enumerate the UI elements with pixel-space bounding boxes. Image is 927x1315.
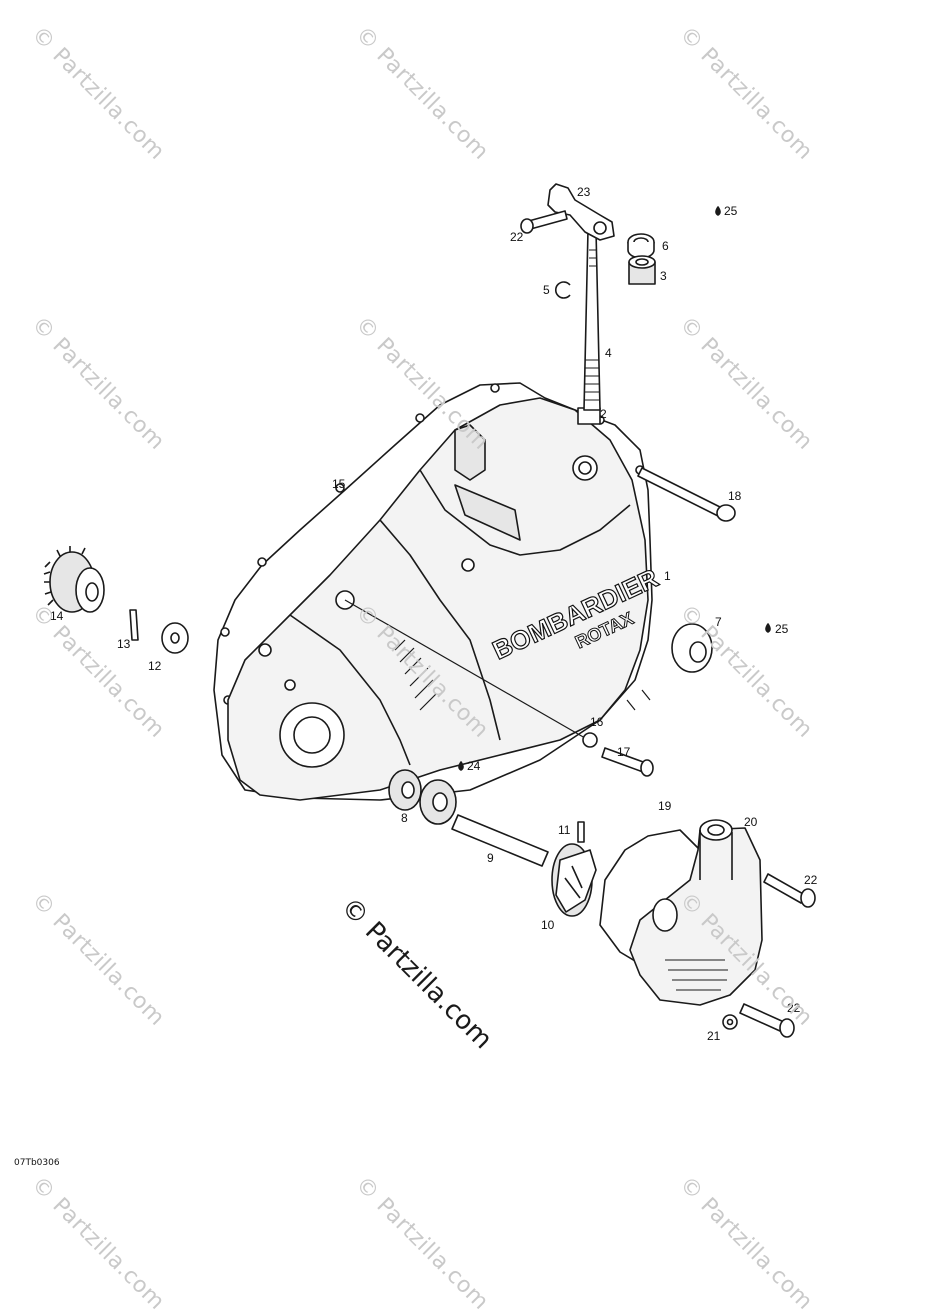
callout-label: 9 — [487, 851, 494, 865]
callout-label: 3 — [660, 269, 667, 283]
callout-label: 23 — [577, 185, 591, 199]
diagram-svg: BOMBARDIER ROTAX 1 2 3 4 5 6 7 8 9 10 11… — [43, 183, 818, 1043]
callout-label: 16 — [590, 715, 604, 729]
callout-label: 25 — [724, 204, 738, 218]
callout-label: 14 — [50, 609, 64, 623]
pump-cover — [629, 827, 763, 1006]
callout-label: 19 — [658, 799, 672, 813]
callout-label: 4 — [605, 346, 612, 360]
callout-label: 22 — [787, 1001, 801, 1015]
callout-label: 24 — [467, 759, 481, 773]
callout-label: 11 — [558, 823, 571, 837]
callout-label: 10 — [541, 918, 555, 932]
parts-diagram: BOMBARDIER ROTAX 1 2 3 4 5 6 7 8 9 10 11… — [14, 22, 818, 1315]
circlip — [555, 281, 571, 299]
callout-label: 20 — [744, 815, 758, 829]
gear-14 — [43, 546, 105, 613]
callout-label: 5 — [543, 283, 550, 297]
callout-label: 13 — [117, 637, 131, 651]
callout-label: 18 — [728, 489, 742, 503]
callout-label: 21 — [707, 1029, 721, 1043]
callout-label: 22 — [510, 230, 524, 244]
callout-label: 15 — [332, 477, 346, 491]
shift-lever — [547, 183, 615, 241]
callout-label: 12 — [148, 659, 162, 673]
impeller — [551, 843, 597, 917]
cover-body — [227, 397, 649, 801]
callout-label: 17 — [617, 745, 631, 759]
shift-shaft — [583, 229, 601, 411]
callout-label: 8 — [401, 811, 408, 825]
bolt-18 — [637, 467, 723, 517]
callout-label: 2 — [600, 407, 607, 421]
callout-labels: 1 2 3 4 5 6 7 8 9 10 11 12 13 14 15 16 1… — [50, 185, 818, 1043]
diagram-code: 07Tb0306 — [14, 1158, 60, 1168]
callout-label: 22 — [804, 873, 818, 887]
callout-label: 7 — [715, 615, 722, 629]
pump-shaft — [451, 814, 549, 867]
callout-label: 1 — [664, 569, 671, 583]
callout-label: 6 — [662, 239, 669, 253]
callout-label: 25 — [775, 622, 789, 636]
